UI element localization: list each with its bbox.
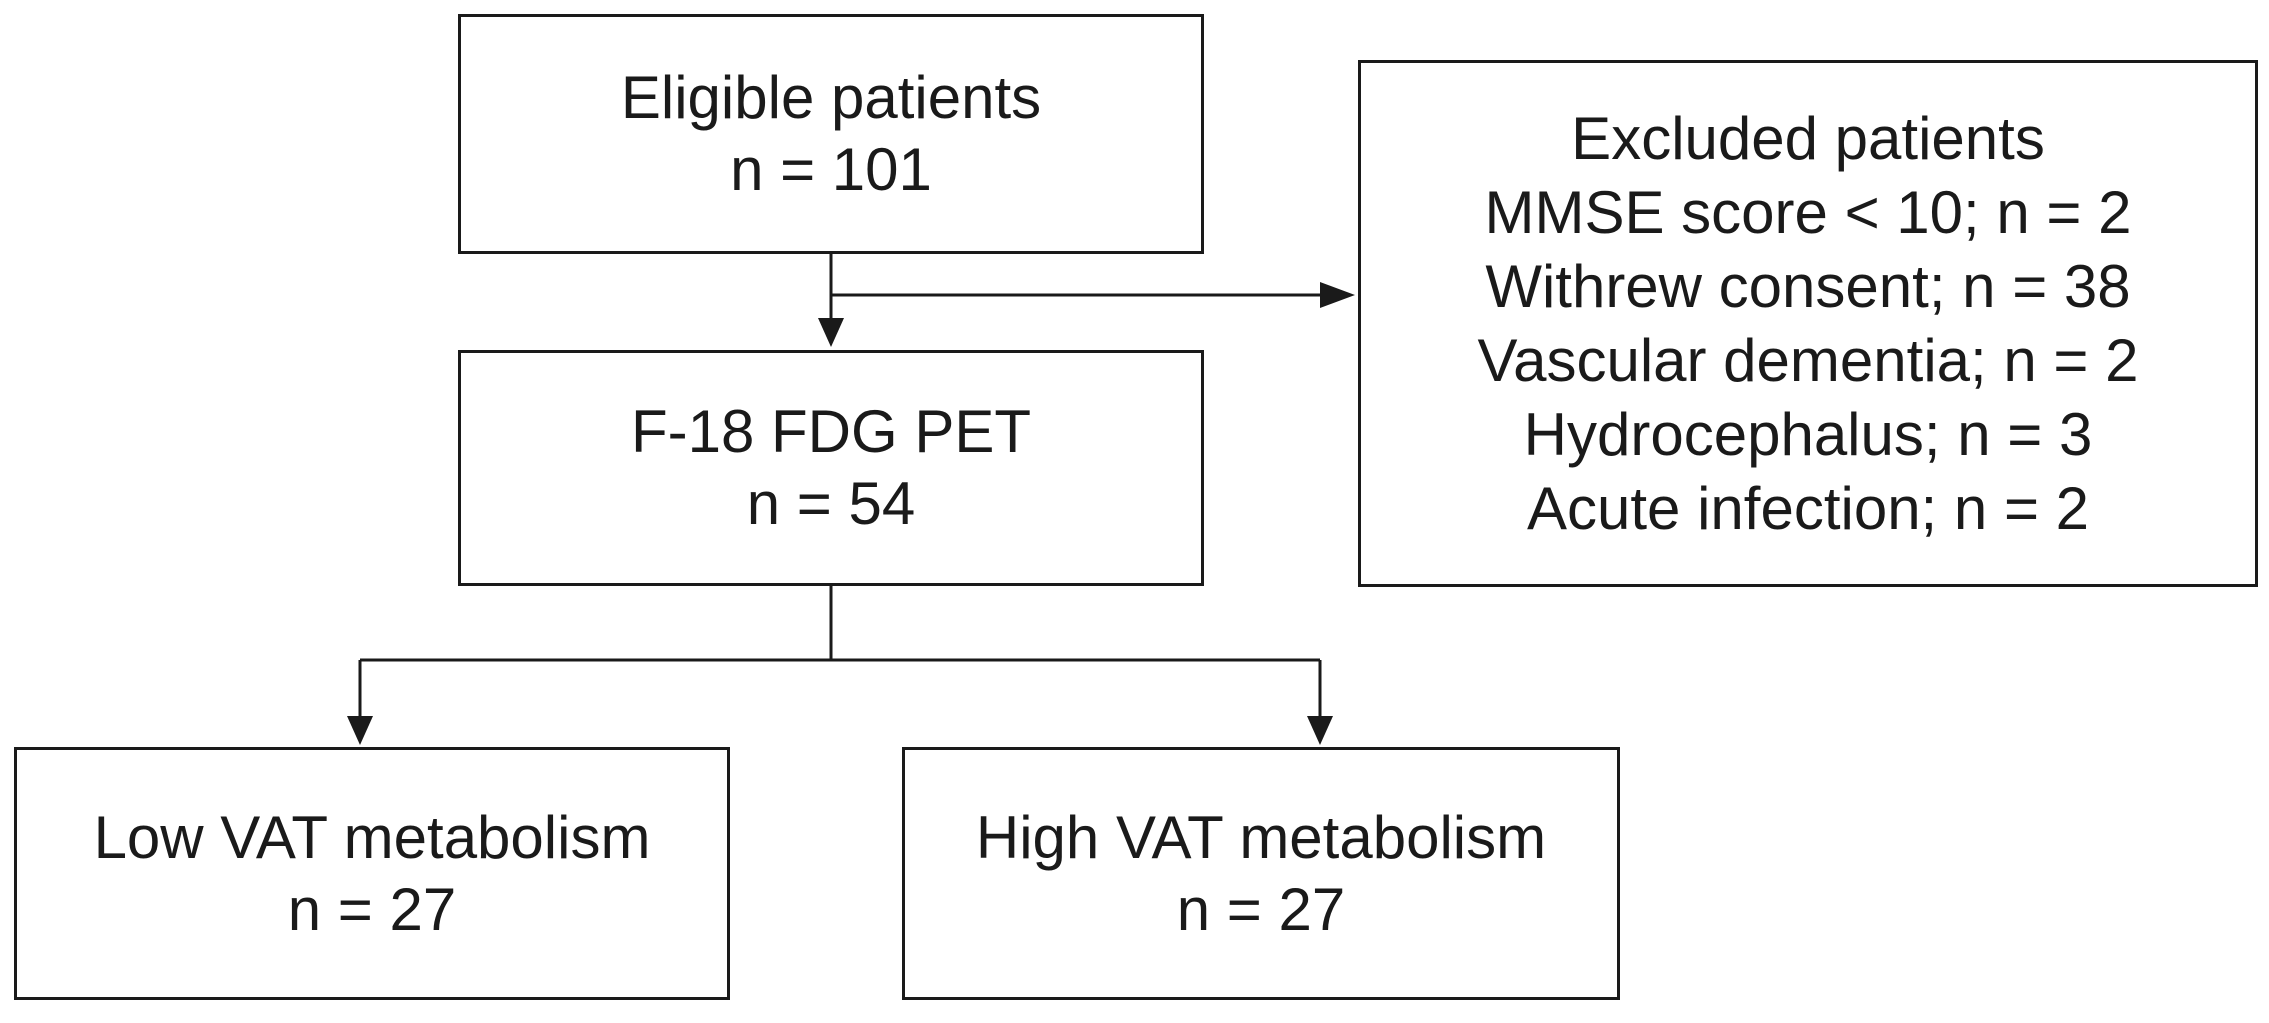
high-vat-box: High VAT metabolism n = 27 (902, 747, 1620, 1000)
eligible-title: Eligible patients (620, 64, 1042, 131)
arrowhead-excluded (1320, 282, 1355, 308)
excluded-reason-mmse: MMSE score < 10; n = 2 (1484, 178, 2132, 246)
eligible-count: n = 101 (730, 136, 932, 203)
arrowhead-low (347, 716, 373, 745)
excluded-reason-withdrew: Withrew consent; n = 38 (1485, 252, 2131, 320)
pet-count: n = 54 (746, 470, 916, 537)
pet-title: F-18 FDG PET (630, 398, 1032, 465)
high-vat-title: High VAT metabolism (975, 803, 1547, 871)
excluded-patients-box: Excluded patients MMSE score < 10; n = 2… (1358, 60, 2258, 587)
low-vat-title: Low VAT metabolism (93, 803, 651, 871)
eligible-patients-box: Eligible patients n = 101 (458, 14, 1204, 254)
low-vat-count: n = 27 (287, 875, 457, 943)
arrowhead-high (1307, 716, 1333, 745)
excluded-reason-vascular: Vascular dementia; n = 2 (1477, 326, 2139, 394)
excluded-reason-hydrocephalus: Hydrocephalus; n = 3 (1523, 400, 2093, 468)
arrowhead-pet (818, 318, 844, 347)
high-vat-count: n = 27 (1176, 875, 1346, 943)
excluded-reason-infection: Acute infection; n = 2 (1526, 474, 2090, 542)
excluded-title: Excluded patients (1571, 104, 2045, 172)
fdg-pet-box: F-18 FDG PET n = 54 (458, 350, 1204, 586)
low-vat-box: Low VAT metabolism n = 27 (14, 747, 730, 1000)
